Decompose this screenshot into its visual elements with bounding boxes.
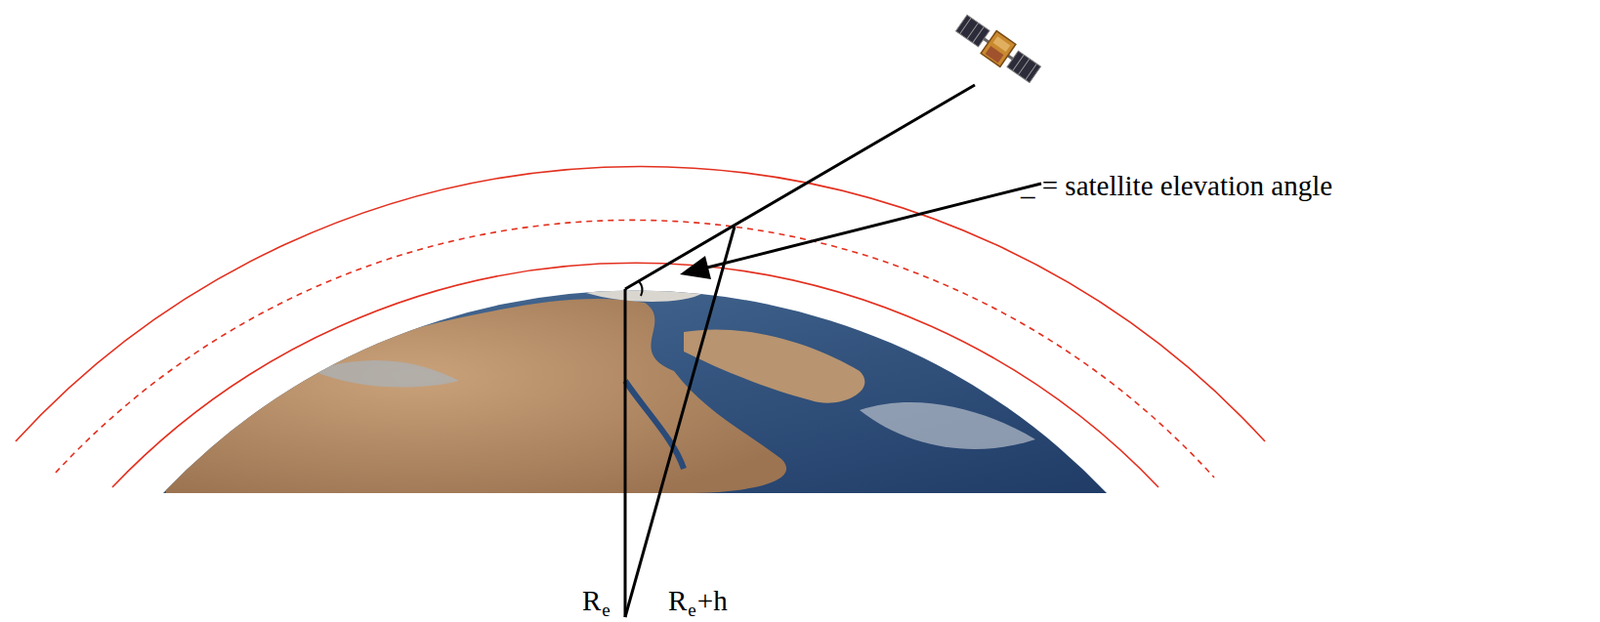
radius-symbol: R: [668, 587, 687, 616]
earth-radius-line: [624, 289, 628, 618]
angle-arc: [638, 281, 643, 296]
radius-subscript: e: [687, 600, 696, 620]
pointer-arrowhead: [679, 255, 712, 280]
radius-symbol: R: [582, 587, 601, 616]
angle-legend-note: _ = satellite elevation angle: [1020, 171, 1333, 201]
inner-layer-arc: [112, 262, 1159, 488]
line-of-sight: [625, 84, 975, 290]
pierce-point-radius: [625, 226, 735, 618]
radius-subscript: e: [601, 600, 610, 620]
mid-layer-arc: [55, 219, 1215, 478]
earth-globe: [156, 283, 1114, 499]
height-term: +h: [697, 587, 728, 616]
pointer-line: [699, 183, 1042, 270]
outer-layer-arc: [15, 166, 1265, 442]
satellite-icon: [953, 11, 1043, 86]
